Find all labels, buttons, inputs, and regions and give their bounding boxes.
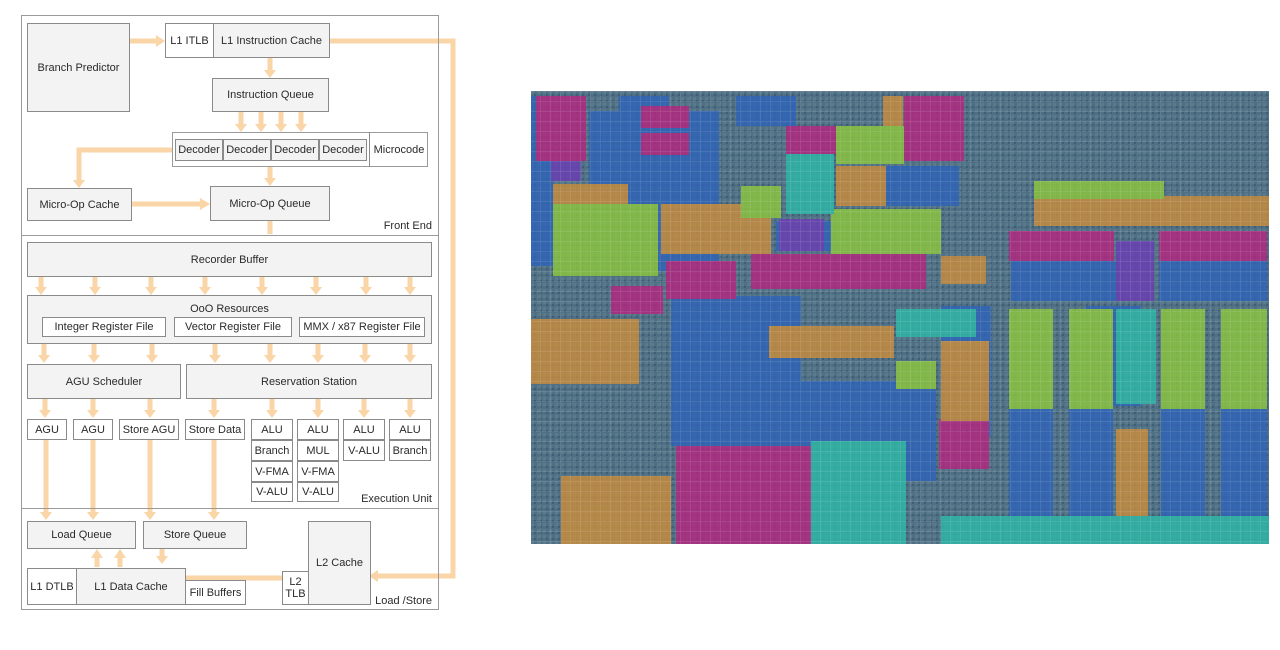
l2-tlb-line1: L2: [289, 576, 302, 588]
store-agu-block: Store AGU: [119, 419, 179, 440]
col3-valu-block: V-ALU: [343, 440, 385, 461]
fill-buffers-block: Fill Buffers: [185, 580, 246, 605]
col1-alu-block: ALU: [251, 419, 293, 440]
agu-2-block: AGU: [73, 419, 113, 440]
l2-cache-block: L2 Cache: [308, 521, 371, 605]
ooo-resources-label: OoO Resources: [190, 303, 269, 315]
l1-itlb-block: L1 ITLB: [165, 23, 214, 58]
col1-valu-block: V-ALU: [251, 482, 293, 502]
load-queue-block: Load Queue: [27, 521, 136, 549]
mmx-x87-register-file-block: MMX / x87 Register File: [299, 317, 425, 337]
arrow-dec-to-uopcache: [76, 147, 174, 180]
col2-mul-block: MUL: [297, 440, 339, 461]
reservation-station-block: Reservation Station: [186, 364, 432, 399]
instruction-queue-block: Instruction Queue: [212, 78, 329, 112]
agu-scheduler-block: AGU Scheduler: [27, 364, 181, 399]
l2-tlb-block: L2 TLB: [282, 571, 309, 605]
col4-branch-block: Branch: [389, 440, 431, 461]
col2-vfma-block: V-FMA: [297, 461, 339, 482]
col1-vfma-block: V-FMA: [251, 461, 293, 482]
recorder-buffer-block: Recorder Buffer: [27, 242, 432, 277]
decoder-2-block: Decoder: [223, 139, 271, 161]
branch-predictor-block: Branch Predictor: [27, 23, 130, 112]
die-shot-image: [531, 91, 1269, 544]
col3-alu-block: ALU: [343, 419, 385, 440]
microcode-block: Microcode: [369, 132, 428, 167]
execution-unit-label: Execution Unit: [361, 493, 432, 505]
l1-data-cache-block: L1 Data Cache: [76, 568, 186, 605]
diagram-arrows: [35, 35, 456, 584]
store-data-block: Store Data: [185, 419, 245, 440]
agu-1-block: AGU: [27, 419, 67, 440]
vector-register-file-block: Vector Register File: [174, 317, 292, 337]
col1-branch-block: Branch: [251, 440, 293, 461]
integer-register-file-block: Integer Register File: [42, 317, 166, 337]
store-queue-block: Store Queue: [143, 521, 247, 549]
load-store-section: [21, 508, 439, 610]
decoder-4-block: Decoder: [319, 139, 367, 161]
arrow-icache-to-l2: [330, 38, 456, 579]
micro-op-cache-block: Micro-Op Cache: [27, 188, 132, 221]
l2-tlb-line2: TLB: [285, 588, 306, 600]
load-store-label: Load /Store: [375, 595, 432, 607]
l1-instruction-cache-block: L1 Instruction Cache: [213, 23, 330, 58]
col4-alu-block: ALU: [389, 419, 431, 440]
col2-valu-block: V-ALU: [297, 482, 339, 502]
front-end-label: Front End: [383, 220, 432, 232]
decoder-3-block: Decoder: [271, 139, 319, 161]
l1-dtlb-block: L1 DTLB: [27, 568, 77, 605]
micro-op-queue-block: Micro-Op Queue: [210, 186, 330, 221]
decoder-1-block: Decoder: [175, 139, 223, 161]
col2-alu-block: ALU: [297, 419, 339, 440]
cpu-block-diagram: Branch Predictor L1 ITLB L1 Instruction …: [0, 0, 470, 650]
